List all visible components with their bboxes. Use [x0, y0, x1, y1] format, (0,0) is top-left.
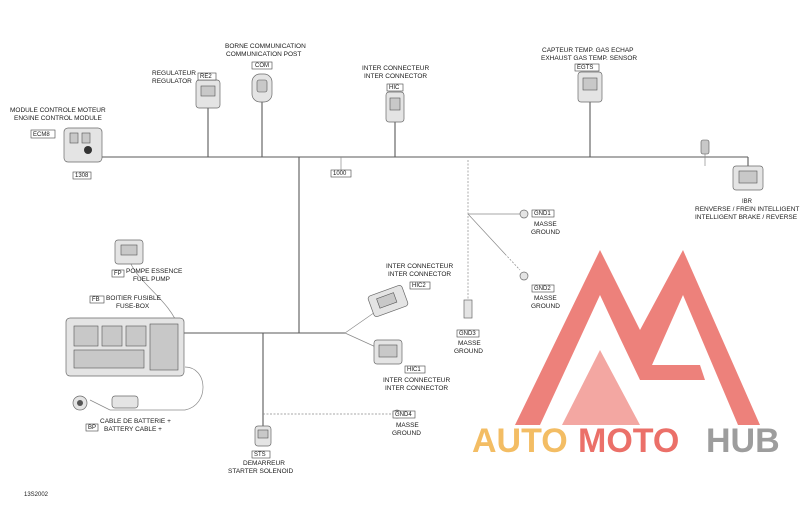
watermark-text-moto: MOTO	[578, 422, 679, 460]
fuel-pump-connector	[111, 239, 144, 278]
label-ibr-en: INTELLIGENT BRAKE / REVERSE	[695, 214, 798, 221]
label-hic-fr: INTER CONNECTEUR	[362, 65, 429, 72]
fuse-box	[65, 295, 185, 377]
intelligent-brake-reverse-connector	[700, 139, 764, 191]
code-ecm: ECM8	[33, 132, 50, 138]
label-com-en: COMMUNICATION POST	[226, 51, 301, 58]
label-gnd3-fr: MASSE	[458, 340, 481, 347]
code-hic1: HIC1	[407, 367, 421, 373]
label-ecm-fr: MODULE CONTROLE MOTEUR	[10, 107, 106, 114]
inter-connector-hic1	[373, 339, 426, 374]
label-egts-en: EXHAUST GAS TEMP. SENSOR	[541, 55, 637, 62]
code-egts: EGTS	[577, 65, 593, 71]
label-egts-fr: CAPTEUR TEMP. GAS ECHAP	[542, 47, 634, 54]
label-hic2-fr: INTER CONNECTEUR	[386, 263, 453, 270]
label-fb-en: FUSE-BOX	[116, 303, 150, 310]
harness-wires	[88, 98, 749, 428]
watermark-logo	[515, 250, 760, 425]
label-hic1-fr: INTER CONNECTEUR	[383, 377, 450, 384]
watermark-text-hub: HUB	[706, 422, 780, 460]
label-gnd4-fr: MASSE	[396, 422, 419, 429]
label-ecm-en: ENGINE CONTROL MODULE	[14, 115, 103, 122]
inter-connector-hic	[385, 83, 405, 123]
label-gnd1-fr: MASSE	[534, 221, 557, 228]
ground-gnd1	[519, 209, 555, 219]
code-gnd1: GND1	[534, 211, 551, 217]
code-fp: FP	[114, 271, 122, 277]
label-fp-en: FUEL PUMP	[133, 276, 170, 283]
regulator-connector	[195, 72, 221, 109]
label-gnd1-en: GROUND	[531, 229, 560, 236]
starter-solenoid-connector	[251, 425, 272, 459]
code-re2: RE2	[200, 74, 212, 80]
label-hic2-en: INTER CONNECTOR	[388, 271, 451, 278]
engine-control-module	[30, 127, 103, 180]
label-gnd3-en: GROUND	[454, 348, 483, 355]
code-com: COM	[255, 63, 269, 69]
ground-gnd4	[392, 409, 416, 419]
code-bp: BP	[88, 425, 96, 431]
code-gnd2: GND2	[534, 286, 551, 292]
label-fb-fr: BOITIER FUSIBLE	[106, 295, 162, 302]
code-gnd3: GND3	[459, 331, 476, 337]
ground-gnd3	[456, 299, 480, 338]
ref-ecm: 1308	[75, 173, 89, 179]
label-fp-fr: POMPE ESSENCE	[126, 268, 183, 275]
label-sts-fr: DEMARREUR	[243, 460, 285, 467]
watermark-text-auto: AUTO	[472, 422, 568, 460]
label-bp-fr: CABLE DE BATTERIE +	[100, 418, 171, 425]
label-com-fr: BORNE COMMUNICATION	[225, 43, 306, 50]
inter-connector-hic2	[367, 281, 431, 317]
code-sts: STS	[254, 452, 266, 458]
ground-gnd2	[519, 271, 555, 293]
code-gnd4: GND4	[395, 412, 412, 418]
label-gnd4-en: GROUND	[392, 430, 421, 437]
code-ibr: IBR	[742, 199, 753, 205]
label-gnd2-fr: MASSE	[534, 295, 557, 302]
label-re2-en: REGULATOR	[152, 78, 192, 85]
ref-main-harness: 1000	[333, 171, 347, 177]
communication-post-connector	[251, 61, 273, 103]
label-gnd2-en: GROUND	[531, 303, 560, 310]
code-hic2: HIC2	[412, 283, 426, 289]
label-bp-en: BATTERY CABLE +	[104, 426, 162, 433]
label-hic1-en: INTER CONNECTOR	[385, 385, 448, 392]
label-ibr-fr: RENVERSE / FREIN INTELLIGENT	[695, 206, 799, 213]
battery-cable-terminal	[72, 395, 139, 432]
code-fb: FB	[92, 297, 100, 303]
exhaust-gas-temp-sensor	[574, 63, 603, 103]
figure-reference: 13S2002	[24, 492, 49, 498]
code-hic: HIC	[389, 85, 400, 91]
label-hic-en: INTER CONNECTOR	[364, 73, 427, 80]
label-re2-fr: REGULATEUR	[152, 70, 196, 77]
label-sts-en: STARTER SOLENOID	[228, 468, 293, 475]
